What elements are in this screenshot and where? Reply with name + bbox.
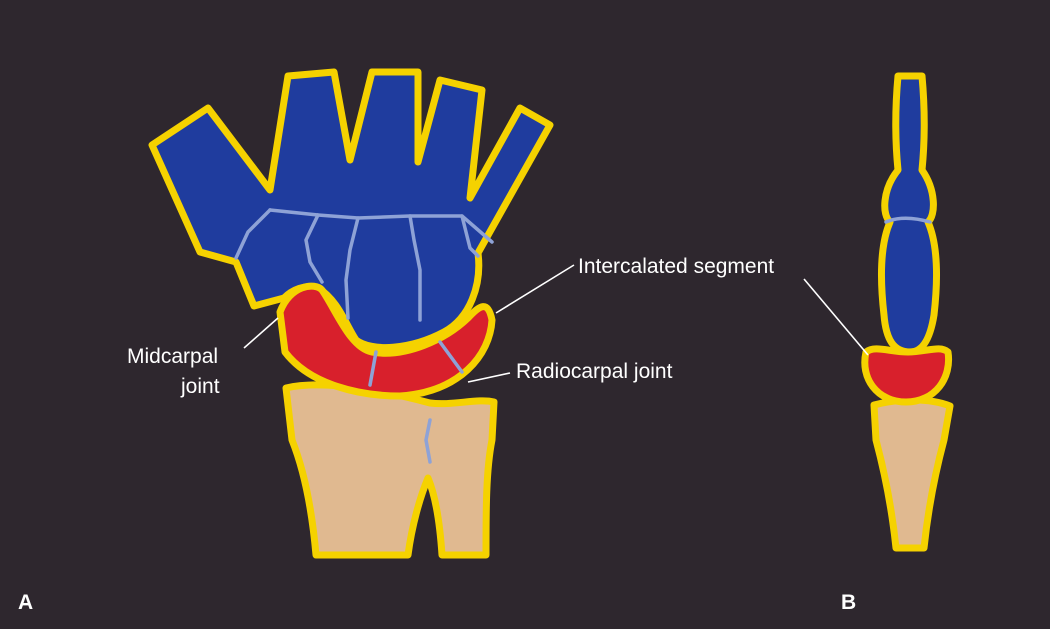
label-radiocarpal-joint: Radiocarpal joint — [516, 360, 673, 383]
panel-a-frontal-view — [148, 68, 554, 559]
capitate-metacarpal-column — [878, 72, 940, 356]
label-intercalated-segment: Intercalated segment — [578, 255, 774, 278]
intercalated-segment-a — [276, 282, 496, 400]
joint-line-b — [884, 216, 932, 224]
intercalated-segment-b — [861, 345, 953, 406]
label-joint: joint — [180, 375, 220, 398]
panel-label-a: A — [18, 591, 33, 614]
panel-label-b: B — [841, 591, 856, 614]
radius-ulna-bones — [282, 381, 498, 559]
joint-lines-a — [234, 208, 494, 464]
distal-carpal-metacarpal-block — [148, 68, 554, 352]
radius-lateral — [870, 396, 954, 552]
leader-lines — [243, 264, 869, 383]
panel-b-lateral-view — [861, 72, 954, 552]
label-midcarpal: Midcarpal — [127, 345, 218, 368]
